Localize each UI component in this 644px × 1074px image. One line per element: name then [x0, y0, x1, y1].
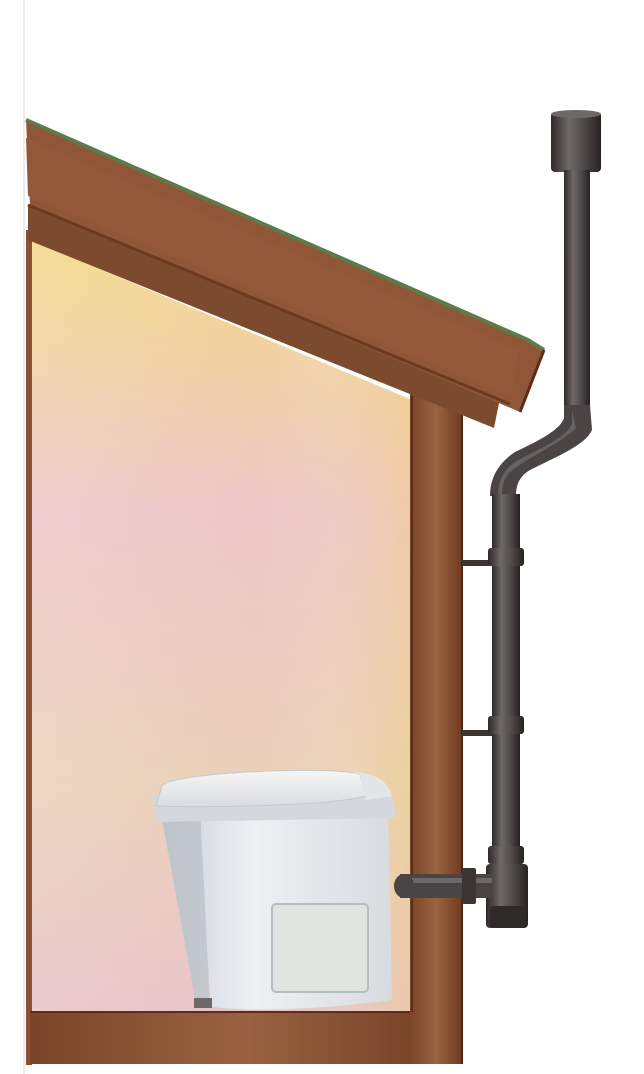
toilet-vent-outlet: [394, 874, 414, 898]
pipe-wall-collar: [462, 868, 476, 904]
pipe-coupling-2: [488, 716, 524, 734]
vent-cap: [551, 112, 601, 172]
toilet-access-panel: [272, 904, 368, 992]
floor-slab: [30, 1012, 462, 1064]
vent-cap-top: [551, 110, 601, 118]
pipe-base-cap: [490, 906, 526, 928]
pipe-coupling-1: [488, 548, 524, 566]
exterior-wall: [410, 392, 462, 1064]
toilet-base-foot: [194, 998, 212, 1008]
left-cut-edge: [26, 230, 32, 1065]
pipe-through-wall-highlight: [400, 878, 492, 883]
vent-pipe-upper: [564, 170, 590, 410]
pipe-coupling-3: [488, 846, 524, 864]
